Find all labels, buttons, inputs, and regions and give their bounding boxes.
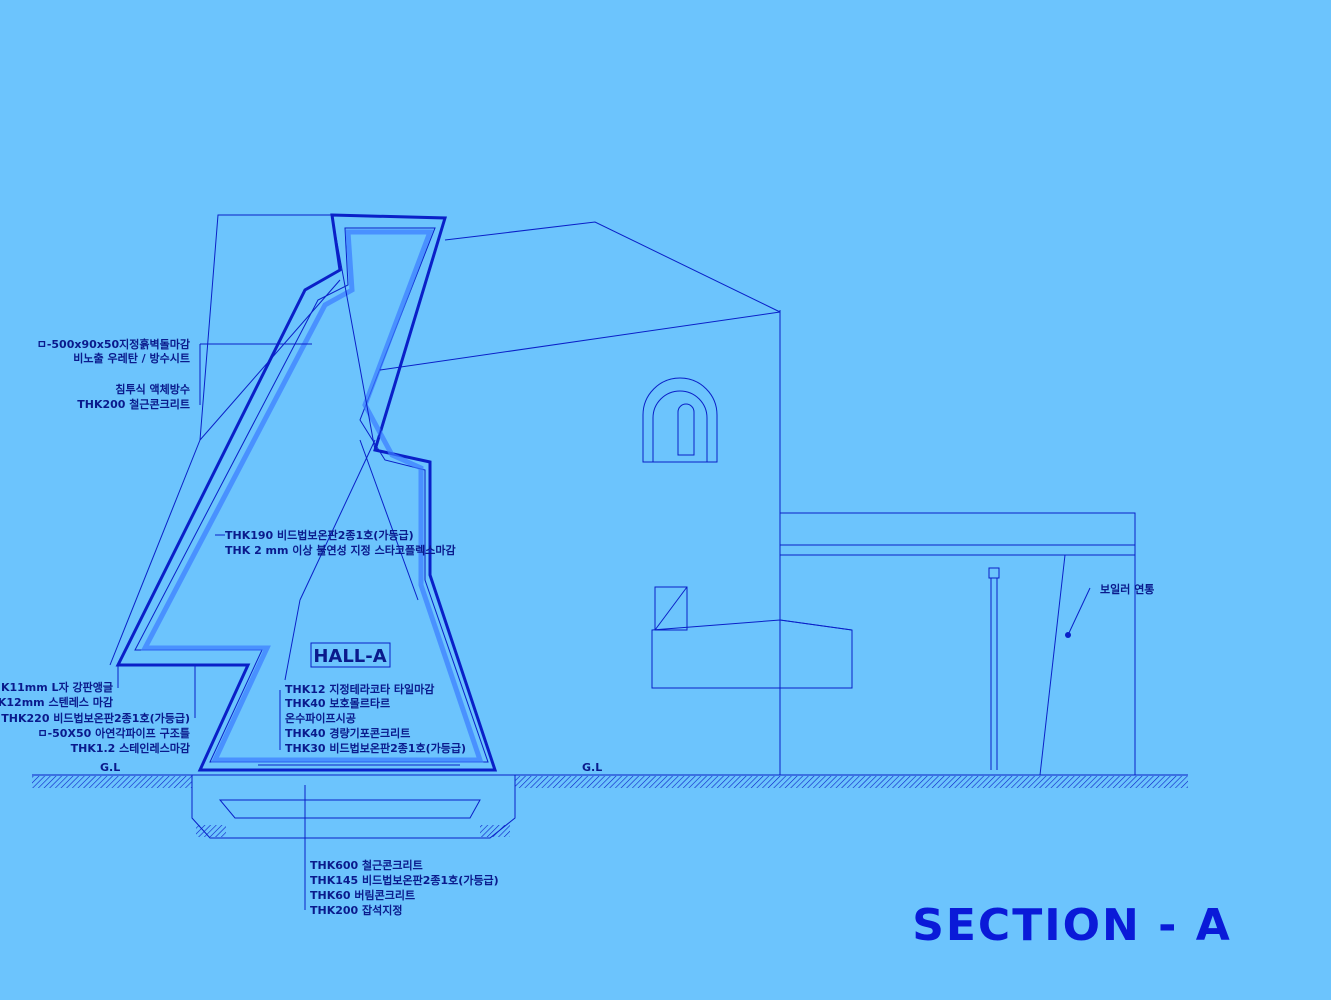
counter <box>651 310 853 689</box>
annotation-base-3: THK220 비드법보온판2종1호(가등급) <box>1 711 190 725</box>
ground-line <box>32 774 1188 788</box>
annotation-boiler-flue: 보일러 연통 <box>1100 582 1154 596</box>
annotation-base-4: ㅁ-50X50 아연각파이프 구조틀 <box>37 726 190 740</box>
canopy <box>779 512 1136 776</box>
annotation-base-2: THK12mm 스텐레스 마감 <box>0 695 113 709</box>
annotation-base-1: THK11mm L자 강판앵글 <box>0 680 113 694</box>
ground-label-right: G.L <box>582 761 602 774</box>
envelope-lines <box>109 214 781 775</box>
annotation-floor-3: 온수파이프시공 <box>285 711 356 725</box>
annotation-foundation-4: THK200 잡석지정 <box>310 903 403 917</box>
section-title: SECTION - A <box>912 900 1232 951</box>
annotation-floor-5: THK30 비드법보온판2종1호(가등급) <box>285 741 466 755</box>
annotation-roof-4: THK200 철근콘크리트 <box>77 397 190 411</box>
annotation-foundation-3: THK60 버림콘크리트 <box>310 888 415 902</box>
annotation-foundation-1: THK600 철근콘크리트 <box>310 858 423 872</box>
annotation-wall-1: THK190 비드법보온판2종1호(가등급) <box>225 528 414 542</box>
annotation-roof-3: 침투식 액체방수 <box>115 382 190 396</box>
annotation-floor-2: THK40 보호몰르타르 <box>285 696 390 710</box>
annotation-roof-1: ㅁ-500x90x50지정흙벽돌마감 <box>37 337 190 351</box>
annotation-base-5: THK1.2 스테인레스마감 <box>71 741 190 755</box>
room-label-box <box>310 642 391 668</box>
ground-label-left: G.L <box>100 761 120 774</box>
foundation <box>191 764 516 839</box>
annotation-roof-2: 비노출 우레탄 / 방수시트 <box>73 351 190 365</box>
hall-wall <box>115 213 498 772</box>
annotation-floor-1: THK12 지정테라코타 타일마감 <box>285 682 434 696</box>
arched-window <box>642 377 718 463</box>
annotation-wall-2: THK 2 mm 이상 불연성 지정 스타코플렉스마감 <box>225 543 456 557</box>
annotation-foundation-2: THK145 비드법보온판2종1호(가등급) <box>310 873 499 887</box>
room-label: HALL-A <box>313 646 386 667</box>
leader-lines <box>117 343 1091 910</box>
annotation-floor-4: THK40 경량기포콘크리트 <box>285 726 410 740</box>
